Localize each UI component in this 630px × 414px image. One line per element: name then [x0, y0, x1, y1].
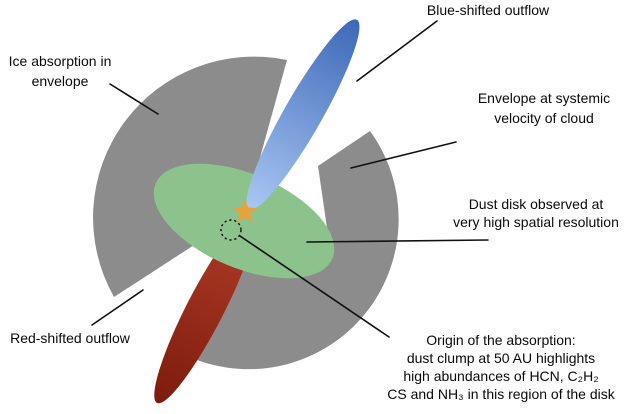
label-dust-disk: Dust disk observed at very high spatial …: [453, 196, 619, 230]
dust-disk-ellipse: [153, 163, 335, 279]
protostar-star-icon: [232, 199, 258, 223]
label-blue-shifted-outflow: Blue-shifted outflow: [426, 2, 550, 18]
label-envelope-systemic: Envelope at systemic velocity of cloud: [477, 90, 611, 126]
label-ice-absorption: Ice absorption in envelope: [8, 53, 112, 89]
leader-line-envelope-systemic: [350, 141, 457, 169]
leader-line-blue-outflow: [356, 20, 438, 82]
leader-line-origin: [239, 235, 390, 338]
dust-clump-dotted-circle: [220, 219, 242, 241]
leader-line-red-outflow: [91, 289, 144, 326]
label-origin-of-absorption: Origin of the absorption: dust clump at …: [387, 332, 615, 402]
leader-line-dust-disk: [306, 239, 489, 243]
leader-line-ice-absorption: [109, 83, 159, 115]
blue-shifted-outflow-lobe: [246, 19, 360, 210]
label-red-shifted-outflow: Red-shifted outflow: [10, 330, 130, 346]
